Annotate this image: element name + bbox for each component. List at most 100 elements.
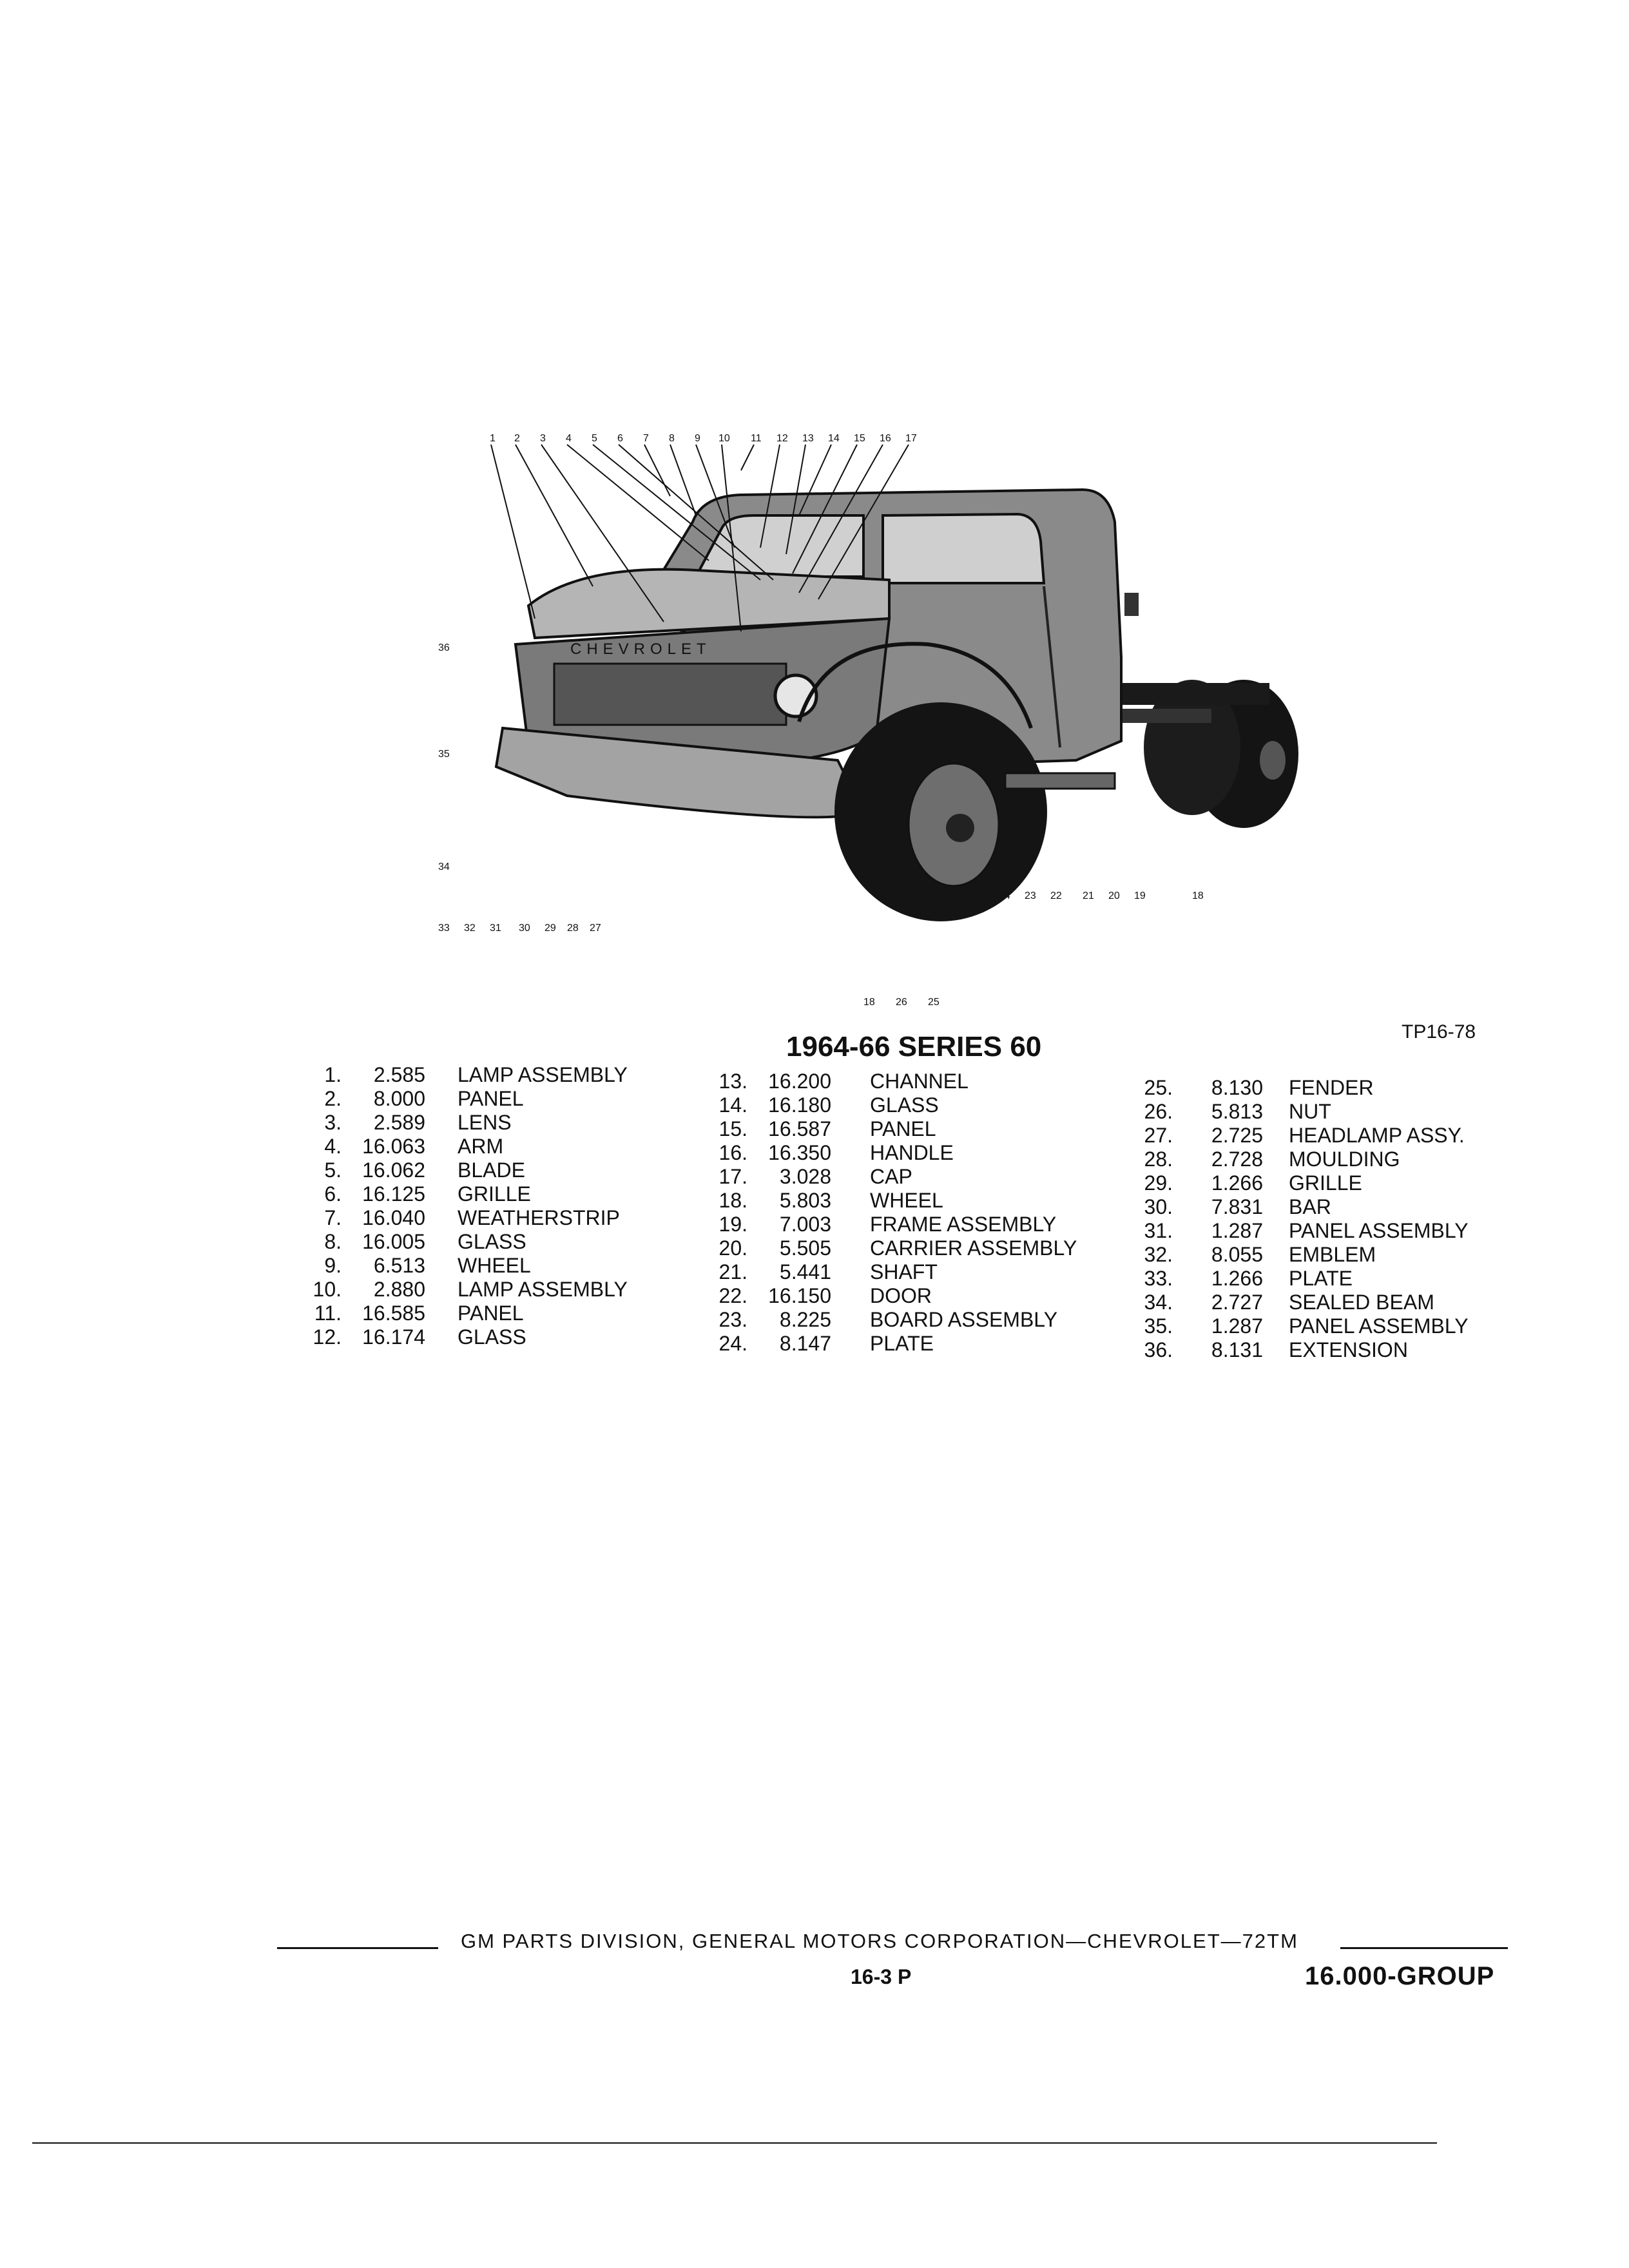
callout-30: 30 bbox=[519, 923, 530, 934]
page-bottom-rule bbox=[32, 2142, 1437, 2144]
legend-part-name: BOARD ASSEMBLY bbox=[870, 1308, 1058, 1331]
legend-item-number: 23. bbox=[718, 1308, 747, 1331]
legend-item-number: 21. bbox=[718, 1260, 747, 1283]
legend-part-name: PLATE bbox=[1289, 1267, 1353, 1290]
legend-part-name: NUT bbox=[1289, 1100, 1331, 1123]
callout-18-lower: 18 bbox=[863, 997, 875, 1008]
callout-34: 34 bbox=[438, 861, 450, 872]
truck-illustration: CHEVROLET bbox=[438, 425, 1360, 1018]
legend-part-name: GRILLE bbox=[1289, 1171, 1362, 1195]
legend-part-number: 8.055 bbox=[1211, 1243, 1263, 1266]
legend-part-name: WHEEL bbox=[870, 1189, 943, 1212]
legend-item-number: 10. bbox=[313, 1278, 342, 1301]
callout-18: 18 bbox=[1192, 890, 1204, 901]
legend-item-number: 26. bbox=[1144, 1100, 1173, 1123]
legend-item-number: 18. bbox=[718, 1189, 747, 1212]
footer-publisher: GM PARTS DIVISION, GENERAL MOTORS CORPOR… bbox=[461, 1930, 1298, 1952]
legend-item-number: 3. bbox=[324, 1111, 342, 1134]
legend-part-name: BAR bbox=[1289, 1195, 1331, 1218]
page-number: 16-3 P bbox=[851, 1965, 912, 1988]
legend-part-name: GLASS bbox=[870, 1093, 939, 1117]
callout-35: 35 bbox=[438, 749, 450, 760]
legend-item-number: 2. bbox=[324, 1087, 342, 1110]
callout-27: 27 bbox=[590, 923, 601, 934]
legend-item-number: 25. bbox=[1144, 1076, 1173, 1099]
callout-4: 4 bbox=[566, 433, 572, 444]
callout-29: 29 bbox=[545, 923, 556, 934]
callout-3: 3 bbox=[540, 433, 546, 444]
legend-item-number: 17. bbox=[718, 1165, 747, 1188]
legend-item-number: 8. bbox=[324, 1230, 342, 1253]
callout-26: 26 bbox=[896, 997, 907, 1008]
legend-part-name: WEATHERSTRIP bbox=[458, 1206, 620, 1229]
legend-part-name: MOULDING bbox=[1289, 1148, 1400, 1171]
legend-part-number: 5.803 bbox=[779, 1189, 831, 1212]
callout-10: 10 bbox=[718, 433, 730, 444]
legend-item-number: 32. bbox=[1144, 1243, 1173, 1266]
legend-item-number: 20. bbox=[718, 1236, 747, 1260]
callout-14: 14 bbox=[828, 433, 840, 444]
legend-item-number: 35. bbox=[1144, 1314, 1173, 1338]
legend-item-number: 28. bbox=[1144, 1148, 1173, 1171]
callout-19: 19 bbox=[1134, 890, 1146, 901]
legend-item-number: 5. bbox=[324, 1158, 342, 1182]
legend-part-name: EMBLEM bbox=[1289, 1243, 1376, 1266]
legend-part-name: BLADE bbox=[458, 1158, 525, 1182]
callout-13: 13 bbox=[802, 433, 814, 444]
legend-item-number: 7. bbox=[324, 1206, 342, 1229]
legend-part-number: 16.040 bbox=[362, 1206, 425, 1229]
callout-6: 6 bbox=[617, 433, 623, 444]
legend-part-name: PANEL ASSEMBLY bbox=[1289, 1314, 1469, 1338]
legend-part-number: 16.587 bbox=[768, 1117, 831, 1140]
legend-item-number: 6. bbox=[324, 1182, 342, 1206]
legend-part-number: 7.003 bbox=[779, 1213, 831, 1236]
callout-17: 17 bbox=[905, 433, 917, 444]
legend-item-number: 22. bbox=[718, 1284, 747, 1307]
callout-20: 20 bbox=[1108, 890, 1120, 901]
legend-part-name: ARM bbox=[458, 1135, 504, 1158]
legend-item-number: 31. bbox=[1144, 1219, 1173, 1242]
legend-part-number: 7.831 bbox=[1211, 1195, 1263, 1218]
legend-part-number: 8.130 bbox=[1211, 1076, 1263, 1099]
footer-rule-left bbox=[277, 1947, 438, 1949]
callout-5: 5 bbox=[592, 433, 597, 444]
legend-part-name: LAMP ASSEMBLY bbox=[458, 1063, 628, 1086]
callout-7: 7 bbox=[643, 433, 649, 444]
callout-8: 8 bbox=[669, 433, 675, 444]
legend-part-number: 16.125 bbox=[362, 1182, 425, 1206]
legend-part-name: DOOR bbox=[870, 1284, 932, 1307]
legend-item-number: 13. bbox=[718, 1070, 747, 1093]
grille-badge-text: CHEVROLET bbox=[570, 640, 711, 658]
legend-part-name: CARRIER ASSEMBLY bbox=[870, 1236, 1077, 1260]
legend-part-number: 6.513 bbox=[373, 1254, 425, 1277]
figure-title: 1964-66 SERIES 60 bbox=[786, 1031, 1042, 1062]
legend-item-number: 14. bbox=[718, 1093, 747, 1117]
legend-part-number: 2.589 bbox=[373, 1111, 425, 1134]
legend-item-number: 30. bbox=[1144, 1195, 1173, 1218]
legend-part-name: PLATE bbox=[870, 1332, 934, 1355]
legend-part-name: GRILLE bbox=[458, 1182, 531, 1206]
callout-24: 24 bbox=[999, 890, 1010, 901]
footer-rule-right bbox=[1340, 1947, 1508, 1949]
callout-28: 28 bbox=[567, 923, 579, 934]
legend-row: 18. 5.803 WHEEL bbox=[709, 1189, 1108, 1213]
legend-item-number: 27. bbox=[1144, 1124, 1173, 1147]
legend-part-name: FRAME ASSEMBLY bbox=[870, 1213, 1057, 1236]
legend-part-number: 2.880 bbox=[373, 1278, 425, 1301]
